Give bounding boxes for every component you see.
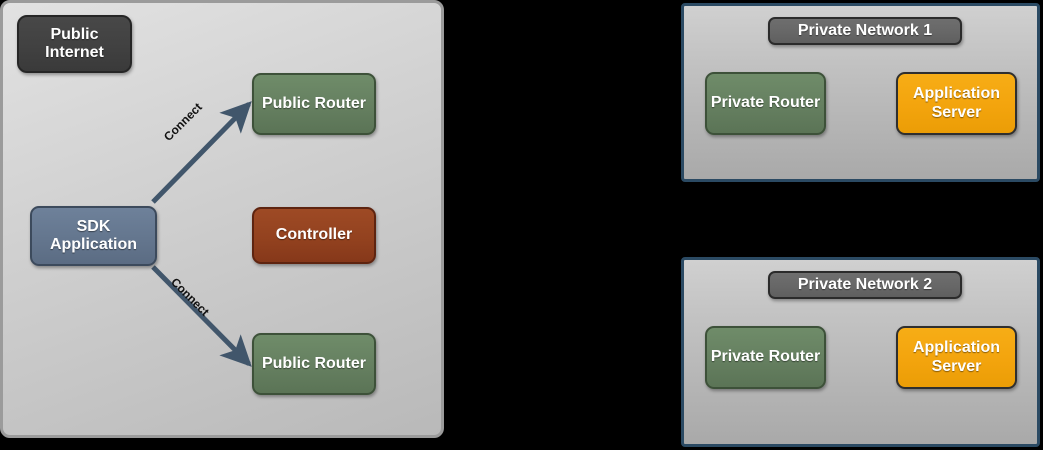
- node-private-router-1[interactable]: Private Router: [705, 72, 826, 135]
- node-application-server-1-label: Application Server: [912, 85, 1001, 121]
- edge-label-connect-bottom: Connect: [168, 275, 212, 319]
- node-public-router-bottom[interactable]: Public Router: [252, 333, 376, 395]
- node-application-server-2-label: Application Server: [912, 339, 1001, 375]
- node-public-router-top[interactable]: Public Router: [252, 73, 376, 135]
- public-internet-zone: Connect Connect Public Internet SDK Appl…: [0, 0, 444, 438]
- node-application-server-1[interactable]: Application Server: [896, 72, 1017, 135]
- private-network-1-label-text: Private Network 1: [797, 21, 933, 39]
- node-private-router-2-label: Private Router: [710, 348, 821, 366]
- node-controller-label: Controller: [275, 226, 353, 244]
- private-network-1-label: Private Network 1: [768, 17, 962, 45]
- private-network-2-label: Private Network 2: [768, 271, 962, 299]
- node-application-server-2[interactable]: Application Server: [896, 326, 1017, 389]
- public-internet-label-text: Public Internet: [45, 25, 104, 61]
- private-network-1-zone: Private Network 1 Private Router Applica…: [681, 3, 1040, 182]
- node-public-router-bottom-label: Public Router: [261, 354, 366, 372]
- public-internet-label: Public Internet: [17, 15, 132, 73]
- node-public-router-top-label: Public Router: [261, 94, 366, 112]
- node-private-router-1-label: Private Router: [710, 94, 821, 112]
- private-network-2-zone: Private Network 2 Private Router Applica…: [681, 257, 1040, 447]
- node-sdk-application-label: SDK Application: [49, 217, 138, 253]
- private-network-2-label-text: Private Network 2: [797, 275, 933, 293]
- node-controller[interactable]: Controller: [252, 207, 376, 264]
- node-sdk-application[interactable]: SDK Application: [30, 206, 157, 266]
- edge-label-connect-top: Connect: [161, 100, 205, 144]
- node-private-router-2[interactable]: Private Router: [705, 326, 826, 389]
- edge-sdk-to-router-top: [151, 101, 252, 204]
